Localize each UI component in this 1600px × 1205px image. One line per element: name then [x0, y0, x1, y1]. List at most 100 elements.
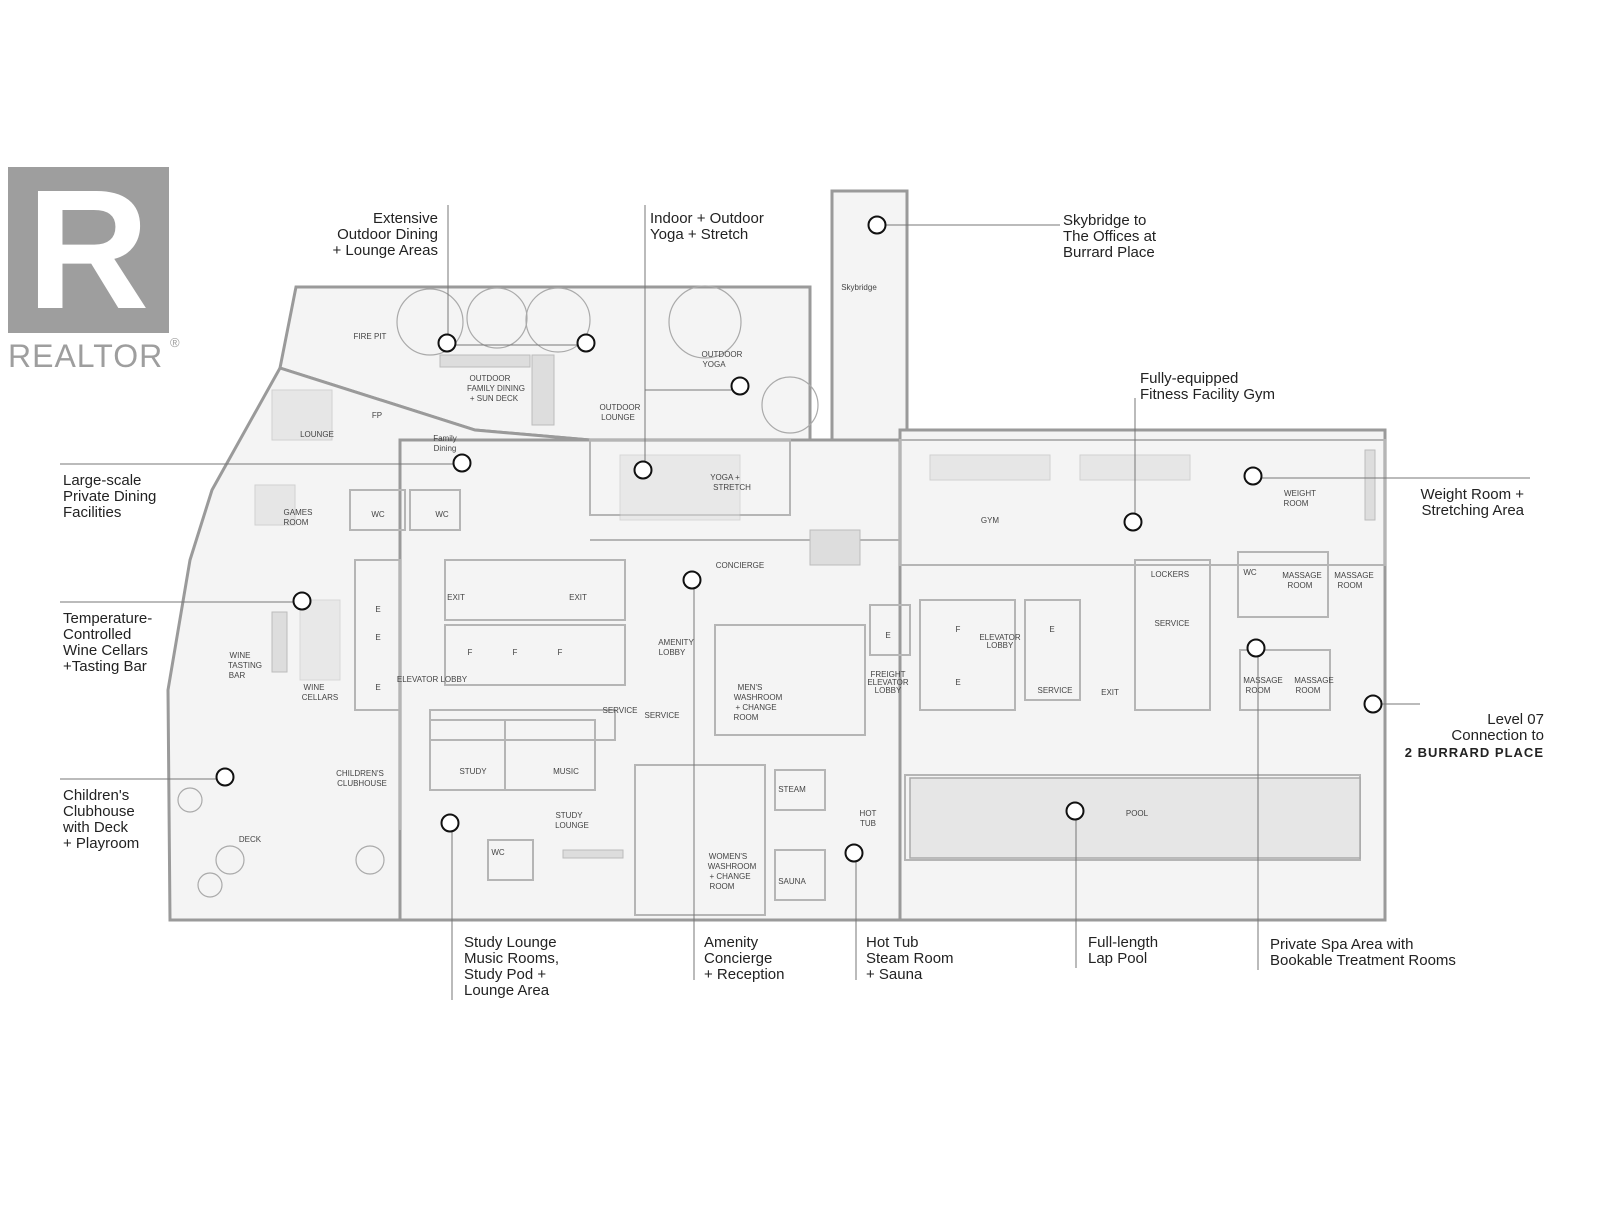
room-label-concierge: CONCIERGE	[716, 561, 764, 570]
room-label-elev-e-5: E	[955, 678, 960, 687]
room-label-wine-tasting-2: TASTING	[228, 661, 262, 670]
callout-outdoor-dining-2: Outdoor Dining	[337, 226, 438, 243]
skybridge-wall	[830, 189, 909, 445]
callout-clubhouse-2: Clubhouse	[63, 803, 135, 820]
room-label-wine-tasting-1: WINE	[230, 651, 251, 660]
room-label-fp: FP	[372, 411, 382, 420]
marker-wine[interactable]	[292, 591, 312, 611]
room-label-mens-3: + CHANGE	[735, 703, 776, 712]
room-label-games-room-2: ROOM	[284, 518, 309, 527]
callout-labels: Extensive Outdoor Dining + Lounge Areas …	[62, 210, 1544, 999]
room-label-elev-f-4: F	[956, 625, 961, 634]
room-label-family-dining-2: Dining	[434, 444, 457, 453]
callout-skybridge-2: The Offices at	[1063, 228, 1157, 245]
room-label-service-1: SERVICE	[1155, 619, 1190, 628]
callout-gym-2: Fitness Facility Gym	[1140, 386, 1275, 403]
callout-clubhouse-3: with Deck	[62, 819, 129, 836]
marker-study[interactable]	[440, 813, 460, 833]
marker-skybridge[interactable]	[867, 215, 887, 235]
room-label-wc-3: WC	[1243, 568, 1257, 577]
room-label-outdoor-lounge-1: OUTDOOR	[600, 403, 641, 412]
marker-gym[interactable]	[1123, 512, 1143, 532]
callout-wine-1: Temperature-	[63, 610, 152, 627]
room-label-outdoor-yoga-2: YOGA	[702, 360, 726, 369]
room-label-fire-pit: FIRE PIT	[354, 332, 387, 341]
room-label-massage-4a: MASSAGE	[1294, 676, 1334, 685]
room-label-freight-lobby-3: LOBBY	[875, 686, 902, 695]
room-label-exit-2: EXIT	[569, 593, 587, 602]
callout-outdoor-dining-1: Extensive	[373, 210, 438, 227]
room-label-exit-1: EXIT	[447, 593, 465, 602]
callout-concierge-2: Concierge	[704, 950, 772, 967]
room-label-amenity-lobby-1: AMENITY	[658, 638, 694, 647]
room-label-hot-tub-2: TUB	[860, 819, 876, 828]
room-label-childrens-2: CLUBHOUSE	[337, 779, 387, 788]
room-label-womens-1: WOMEN'S	[709, 852, 747, 861]
callout-hot-tub-2: Steam Room	[866, 950, 954, 967]
callout-study-4: Lounge Area	[464, 982, 550, 999]
room-label-elev-e-1: E	[375, 605, 380, 614]
callout-concierge-1: Amenity	[704, 934, 759, 951]
room-label-study: STUDY	[459, 767, 487, 776]
room-label-yoga-stretch-1: YOGA +	[710, 473, 740, 482]
room-label-massage-3a: MASSAGE	[1243, 676, 1283, 685]
callout-level07-2: Connection to	[1451, 727, 1544, 744]
marker-hot-tub[interactable]	[844, 843, 864, 863]
callout-private-dining-2: Private Dining	[63, 488, 156, 505]
callout-wine-4: +Tasting Bar	[63, 658, 147, 675]
logo-wordmark: REALTOR	[8, 338, 163, 374]
room-label-weight-room-2: ROOM	[1284, 499, 1309, 508]
room-label-deck: DECK	[239, 835, 262, 844]
marker-pool[interactable]	[1065, 801, 1085, 821]
room-label-music: MUSIC	[553, 767, 579, 776]
marker-outdoor-lounge[interactable]	[576, 333, 596, 353]
callout-hot-tub-1: Hot Tub	[866, 934, 919, 951]
leader-lines	[60, 205, 1530, 1000]
room-label-childrens-1: CHILDREN'S	[336, 769, 384, 778]
room-label-outdoor-family-dining-1: OUTDOOR	[470, 374, 511, 383]
callout-pool-2: Lap Pool	[1088, 950, 1147, 967]
marker-weight-room[interactable]	[1243, 466, 1263, 486]
marker-outdoor-dining[interactable]	[437, 333, 457, 353]
room-label-freight-lobby-2: ELEVATOR	[867, 678, 909, 687]
room-label-wc-2: WC	[435, 510, 449, 519]
room-label-mens-1: MEN'S	[738, 683, 763, 692]
room-label-mens-2: WASHROOM	[734, 693, 783, 702]
room-label-yoga-stretch-2: STRETCH	[713, 483, 751, 492]
marker-private-dining[interactable]	[452, 453, 472, 473]
callout-study-3: Study Pod +	[464, 966, 546, 983]
room-label-womens-3: + CHANGE	[709, 872, 750, 881]
room-label-outdoor-lounge-2: LOUNGE	[601, 413, 635, 422]
marker-outdoor-yoga[interactable]	[730, 376, 750, 396]
room-label-wc-4: WC	[491, 848, 505, 857]
marker-spa[interactable]	[1246, 638, 1266, 658]
room-label-lounge: LOUNGE	[300, 430, 334, 439]
room-label-wine-tasting-3: BAR	[229, 671, 246, 680]
room-label-womens-4: ROOM	[710, 882, 735, 891]
callout-study-1: Study Lounge	[464, 934, 557, 951]
callout-level07-3: 2 BURRARD PLACE	[1405, 745, 1544, 760]
terrace-trees	[177, 285, 819, 898]
marker-concierge[interactable]	[682, 570, 702, 590]
callout-concierge-3: + Reception	[704, 966, 784, 983]
callout-skybridge-1: Skybridge to	[1063, 212, 1146, 229]
callout-spa-2: Bookable Treatment Rooms	[1270, 952, 1456, 969]
room-label-family-dining-1: Family	[433, 434, 457, 443]
room-label-pool: POOL	[1126, 809, 1149, 818]
room-label-massage-2b: ROOM	[1338, 581, 1363, 590]
callout-spa-1: Private Spa Area with	[1270, 936, 1413, 953]
room-label-wine-cellars-1: WINE	[304, 683, 325, 692]
room-label-gym: GYM	[981, 516, 1000, 525]
marker-yoga[interactable]	[633, 460, 653, 480]
marker-level07[interactable]	[1363, 694, 1383, 714]
room-label-steam: STEAM	[778, 785, 806, 794]
room-label-massage-1b: ROOM	[1288, 581, 1313, 590]
room-label-hot-tub-1: HOT	[860, 809, 877, 818]
marker-clubhouse[interactable]	[215, 767, 235, 787]
room-label-elev-e-4: E	[885, 631, 890, 640]
room-label-outdoor-family-dining-3: + SUN DECK	[470, 394, 519, 403]
logo-registered-mark: ®	[170, 335, 180, 350]
room-label-lockers: LOCKERS	[1151, 570, 1189, 579]
